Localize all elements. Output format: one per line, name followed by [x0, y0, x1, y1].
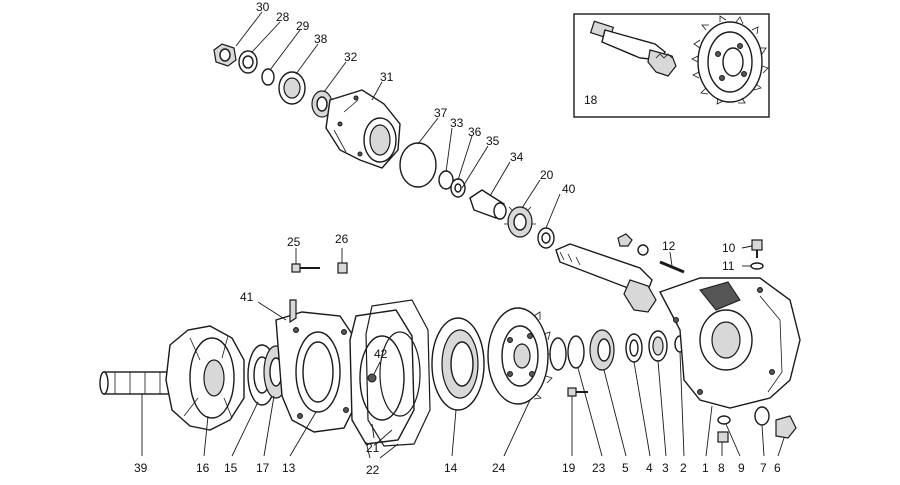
part-shim-40: [537, 227, 555, 249]
part-gasket-21: [349, 309, 415, 445]
leader-lines: [141, 11, 785, 459]
callout-2: 2: [680, 461, 687, 475]
part-plug-8: [717, 431, 729, 443]
part-ring-gear-24: [487, 307, 555, 405]
callout-21: 21: [366, 441, 380, 455]
callout-26: 26: [335, 232, 349, 246]
part-stud-12: [659, 260, 685, 274]
part-shim-23: [549, 335, 585, 371]
part-washer-28: [238, 50, 258, 74]
callout-41: 41: [240, 290, 254, 304]
callout-labels: 30 28 29 38 32 31 37 33 36 35 34 20 40 2…: [134, 0, 781, 477]
callout-11: 11: [722, 259, 735, 273]
part-bracket-41: [289, 299, 297, 324]
part-pinion-shaft: [555, 243, 657, 313]
inset-label-18: 18: [584, 93, 598, 107]
callout-5: 5: [622, 461, 629, 475]
part-washer-9: [717, 415, 731, 425]
callout-16: 16: [196, 461, 210, 475]
part-shaft-39: [99, 371, 171, 395]
callout-30: 30: [256, 0, 270, 14]
part-gasket-22: [365, 299, 431, 447]
callout-7: 7: [760, 461, 767, 475]
part-plug-6: [775, 415, 797, 439]
callout-15: 15: [224, 461, 238, 475]
callout-8: 8: [718, 461, 725, 475]
inset-pinion-shaft: [589, 20, 677, 77]
part-bolt-10: [751, 239, 763, 258]
callout-6: 6: [774, 461, 781, 475]
part-bolt-25: [291, 263, 320, 273]
callout-23: 23: [592, 461, 606, 475]
callout-38: 38: [314, 32, 328, 46]
part-hub-16: [165, 325, 245, 431]
callout-36: 36: [468, 125, 482, 139]
callout-4: 4: [646, 461, 653, 475]
callout-33: 33: [450, 116, 464, 130]
callout-10: 10: [722, 241, 736, 255]
callout-19: 19: [562, 461, 576, 475]
part-seal-38: [278, 71, 306, 105]
part-washer-36: [450, 178, 466, 198]
part-ring-29: [261, 68, 275, 86]
callout-31: 31: [380, 70, 394, 84]
inset-ring-gear: [691, 15, 769, 105]
callout-28: 28: [276, 10, 290, 24]
part-bearing-5: [589, 329, 615, 371]
lower-main-assembly: [99, 262, 801, 447]
callout-25: 25: [287, 235, 301, 249]
part-cover-13: [275, 311, 359, 433]
callout-22: 22: [366, 463, 380, 477]
callout-12: 12: [662, 239, 676, 253]
part-nut-30: [213, 43, 237, 67]
callout-37: 37: [434, 106, 448, 120]
callout-40: 40: [562, 182, 576, 196]
callout-14: 14: [444, 461, 458, 475]
part-sleeve-34: [469, 189, 507, 220]
part-housing-31: [325, 89, 401, 169]
callout-9: 9: [738, 461, 745, 475]
callout-3: 3: [662, 461, 669, 475]
part-nut-26: [337, 262, 348, 274]
callout-13: 13: [282, 461, 296, 475]
part-main-housing-1: [659, 277, 801, 409]
part-ring-4: [625, 333, 643, 363]
callout-42: 42: [374, 347, 388, 361]
part-pin-42: [367, 373, 377, 383]
callout-34: 34: [510, 150, 524, 164]
part-washer-7: [754, 406, 770, 426]
callout-17: 17: [256, 461, 270, 475]
part-washer-11: [750, 262, 764, 270]
part-ring-3: [648, 330, 668, 362]
upper-input-assembly: [213, 43, 764, 313]
part-circlip-37: [399, 142, 437, 188]
callout-29: 29: [296, 19, 310, 33]
callout-35: 35: [486, 134, 500, 148]
callout-32: 32: [344, 50, 358, 64]
callout-1: 1: [702, 461, 709, 475]
part-small-nuts: [617, 233, 649, 256]
inset-ring-pinion: 18: [573, 13, 770, 118]
callout-20: 20: [540, 168, 554, 182]
part-bearing-32: [311, 90, 333, 118]
part-bearing-14: [431, 317, 485, 411]
callout-39: 39: [134, 461, 148, 475]
callout-24: 24: [492, 461, 506, 475]
part-bearing-20: [504, 206, 536, 238]
